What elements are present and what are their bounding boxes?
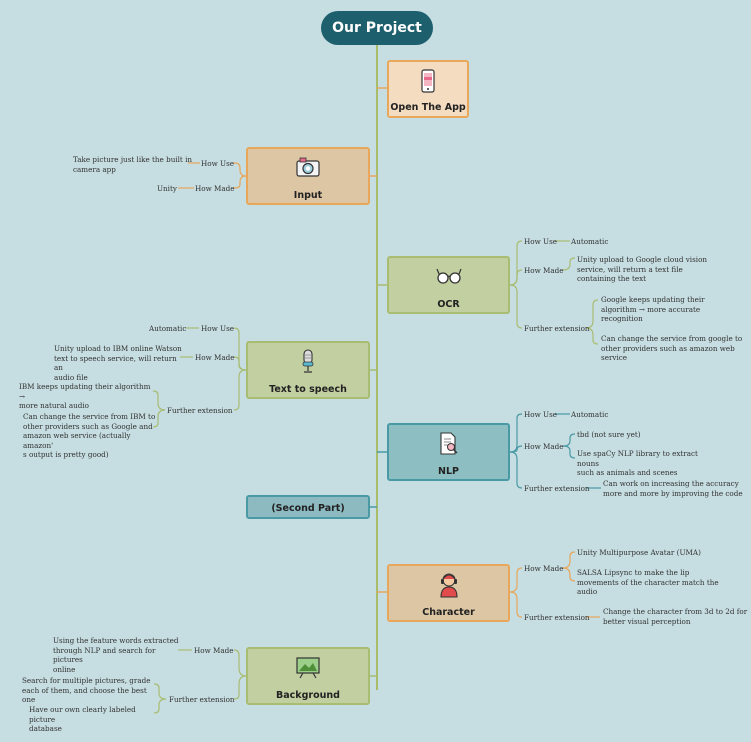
node-text-to-speech[interactable]: Text to speech <box>246 341 370 399</box>
ocr-further-text-2: Can change the service from google to ot… <box>601 334 743 362</box>
node-nlp[interactable]: NLP <box>387 423 510 481</box>
phone-icon <box>389 69 467 96</box>
node-tts-label: Text to speech <box>269 384 347 395</box>
ocr-how-use-label: How Use <box>524 237 558 246</box>
root-node-title[interactable]: Our Project <box>321 11 433 45</box>
node-background-label: Background <box>276 690 340 701</box>
character-further-label: Further extension <box>524 613 590 622</box>
input-how-made-text: Unity <box>157 184 177 193</box>
nlp-how-made-text-1: tbd (not sure yet) <box>577 430 641 439</box>
input-how-use-text: Take picture just like the built in came… <box>73 155 193 174</box>
nlp-how-made-text-2: Use spaCy NLP library to extract nouns s… <box>577 449 698 477</box>
microphone-icon <box>248 349 368 378</box>
tts-how-made-text: Unity upload to IBM online Watson text t… <box>54 344 182 382</box>
nlp-how-use-label: How Use <box>524 410 558 419</box>
node-background[interactable]: Background <box>246 647 370 705</box>
ocr-how-use-text: Automatic <box>571 237 609 246</box>
background-how-made-text: Using the feature words extracted throug… <box>53 636 179 674</box>
ocr-further-text-1: Google keeps updating their algorithm → … <box>601 295 705 323</box>
node-open-app[interactable]: Open The App <box>387 60 469 118</box>
tts-how-use-label: How Use <box>201 324 235 333</box>
node-ocr[interactable]: OCR <box>387 256 510 314</box>
document-search-icon <box>389 432 508 459</box>
nlp-how-use-text: Automatic <box>571 410 609 419</box>
camera-icon <box>248 157 368 180</box>
ocr-how-made-text: Unity upload to Google cloud vision serv… <box>577 255 708 283</box>
nlp-further-label: Further extension <box>524 484 590 493</box>
node-second-part-label: (Second Part) <box>271 503 345 514</box>
person-headset-icon <box>389 572 508 601</box>
node-character[interactable]: Character <box>387 564 510 622</box>
character-how-made-text-1: Unity Multipurpose Avatar (UMA) <box>577 548 701 557</box>
ocr-further-label: Further extension <box>524 324 590 333</box>
node-open-app-label: Open The App <box>390 102 466 113</box>
tts-further-text-1: IBM keeps updating their algorithm → mor… <box>19 382 151 410</box>
picture-board-icon <box>248 657 368 682</box>
tts-how-made-label: How Made <box>195 353 235 362</box>
node-second-part[interactable]: (Second Part) <box>246 495 370 519</box>
tts-further-text-2: Can change the service from IBM to other… <box>23 412 156 459</box>
node-nlp-label: NLP <box>438 466 459 477</box>
background-further-text-1: Search for multiple pictures, grade each… <box>22 676 151 704</box>
node-input-label: Input <box>293 190 323 201</box>
character-how-made-text-2: SALSA Lipsync to make the lip movements … <box>577 568 719 596</box>
input-how-use-label: How Use <box>201 159 235 168</box>
nlp-further-text: Can work on increasing the accuracy more… <box>603 479 743 498</box>
node-input[interactable]: Input <box>246 147 370 205</box>
background-further-text-2: Have our own clearly labeled picture dat… <box>29 705 136 733</box>
node-character-label: Character <box>422 607 475 618</box>
nlp-how-made-label: How Made <box>524 442 564 451</box>
tts-how-use-text: Automatic <box>149 324 187 333</box>
character-further-text: Change the character from 3d to 2d for b… <box>603 607 748 626</box>
tts-further-label: Further extension <box>167 406 233 415</box>
character-how-made-label: How Made <box>524 564 564 573</box>
node-ocr-label: OCR <box>437 299 460 310</box>
ocr-how-made-label: How Made <box>524 266 564 275</box>
input-how-made-label: How Made <box>195 184 235 193</box>
glasses-icon <box>389 268 508 287</box>
background-how-made-label: How Made <box>194 646 234 655</box>
background-further-label: Further extension <box>169 695 235 704</box>
